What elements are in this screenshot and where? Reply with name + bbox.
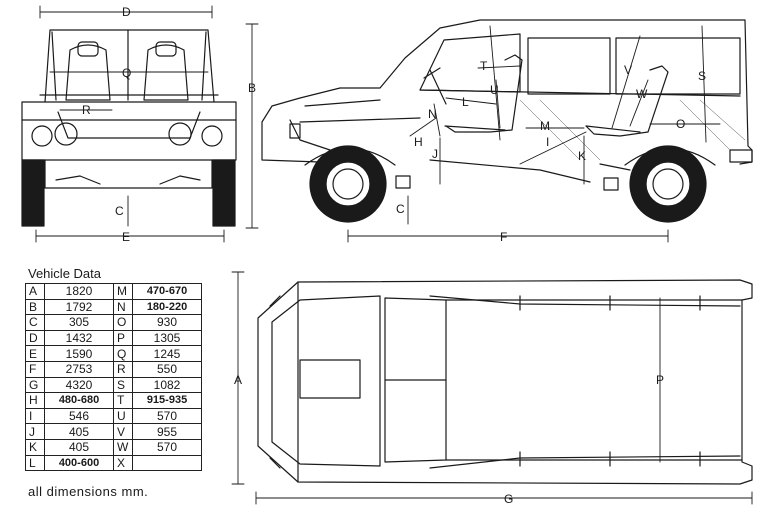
table-row: E 1590 Q 1245: [25, 345, 202, 362]
table-row: L 400-600 X: [25, 454, 202, 472]
dim-key: F: [25, 360, 45, 378]
top-dimension-lines: [231, 271, 753, 505]
dim-label-l: L: [462, 95, 469, 109]
dim-label-k: K: [578, 149, 586, 163]
front-view: [21, 29, 237, 227]
dim-label-s: S: [698, 69, 706, 83]
table-row: H 480-680 T 915-935: [25, 392, 202, 409]
dim-label-c-side: C: [396, 202, 405, 216]
dim-value: 955: [132, 423, 202, 440]
dim-label-g: G: [504, 492, 513, 506]
dim-label-p: P: [656, 373, 664, 387]
side-dimension-lines: [347, 25, 721, 243]
dim-value: 1590: [44, 345, 114, 362]
table-row: J 405 V 955: [25, 423, 202, 440]
dim-value: 550: [132, 360, 202, 378]
dim-label-t: T: [480, 59, 488, 73]
dim-label-j: J: [432, 147, 438, 161]
dim-label-q: Q: [122, 66, 131, 80]
dim-value: 180-220: [132, 298, 202, 316]
dim-key: I: [25, 407, 45, 425]
dim-value: 1245: [132, 345, 202, 362]
dim-key: V: [113, 423, 133, 440]
dim-label-h: H: [414, 135, 423, 149]
dim-key: K: [25, 438, 45, 456]
dim-value: 305: [44, 314, 114, 331]
dim-value: 405: [44, 438, 114, 456]
side-view: [261, 19, 753, 191]
dim-value: 470-670: [132, 283, 202, 300]
dim-key: O: [113, 314, 133, 331]
dim-value: 1305: [132, 329, 202, 347]
top-dimension-labels: A P G: [234, 373, 664, 506]
dim-label-v: V: [624, 63, 632, 77]
dim-label-d: D: [122, 5, 131, 19]
dim-value: 4320: [44, 376, 114, 394]
dim-label-e: E: [122, 230, 130, 244]
table-row: I 546 U 570: [25, 407, 202, 425]
dim-label-f: F: [500, 230, 507, 244]
dim-value: [132, 454, 202, 472]
dim-key: E: [25, 345, 45, 362]
front-dimension-lines: [35, 5, 259, 243]
dim-key: W: [113, 438, 133, 456]
dim-key: J: [25, 423, 45, 440]
dim-value: 570: [132, 438, 202, 456]
dim-label-r: R: [82, 103, 91, 117]
dim-value: 570: [132, 407, 202, 425]
dim-label-i: I: [546, 135, 549, 149]
dim-key: N: [113, 298, 133, 316]
dim-label-b: B: [248, 81, 256, 95]
table-row: D 1432 P 1305: [25, 329, 202, 347]
side-dimension-labels: T U L N H J V W S M I K O C F: [396, 59, 706, 244]
dim-label-a: A: [234, 373, 242, 387]
side-wheels: [309, 145, 707, 223]
dim-label-w: W: [636, 87, 648, 101]
dim-key: B: [25, 298, 45, 316]
vehicle-data-title: Vehicle Data: [28, 266, 101, 281]
dim-value: 1432: [44, 329, 114, 347]
dim-key: T: [113, 392, 133, 409]
dimensions-note: all dimensions mm.: [28, 484, 149, 499]
dim-key: S: [113, 376, 133, 394]
table-row: G 4320 S 1082: [25, 376, 202, 394]
dim-value: 405: [44, 423, 114, 440]
dim-label-c-front: C: [115, 204, 124, 218]
dim-label-o: O: [676, 117, 685, 131]
dim-key: G: [25, 376, 45, 394]
dim-key: P: [113, 329, 133, 347]
dim-key: U: [113, 407, 133, 425]
dim-key: D: [25, 329, 45, 347]
dim-value: 1792: [44, 298, 114, 316]
table-row: C 305 O 930: [25, 314, 202, 331]
dim-value: 915-935: [132, 392, 202, 409]
dim-label-m: M: [540, 119, 550, 133]
dim-key: Q: [113, 345, 133, 362]
vehicle-data-table: A 1820 M 470-670 B 1792 N 180-220 C 305 …: [25, 283, 202, 472]
table-row: B 1792 N 180-220: [25, 298, 202, 316]
dim-key: A: [25, 283, 45, 300]
dim-value: 1082: [132, 376, 202, 394]
dim-label-u: U: [490, 83, 499, 97]
front-dimension-labels: D Q R B C E: [82, 5, 256, 244]
dim-key: L: [25, 454, 45, 472]
dim-key: X: [113, 454, 133, 472]
dim-value: 480-680: [44, 392, 114, 409]
dim-key: R: [113, 360, 133, 378]
dim-label-n: N: [428, 107, 437, 121]
dim-key: H: [25, 392, 45, 409]
table-row: F 2753 R 550: [25, 360, 202, 378]
dim-value: 546: [44, 407, 114, 425]
dim-key: C: [25, 314, 45, 331]
table-row: K 405 W 570: [25, 438, 202, 456]
table-row: A 1820 M 470-670: [25, 283, 202, 300]
dim-value: 2753: [44, 360, 114, 378]
dim-value: 400-600: [44, 454, 114, 472]
dim-value: 1820: [44, 283, 114, 300]
dim-value: 930: [132, 314, 202, 331]
top-view: [257, 279, 753, 485]
dim-key: M: [113, 283, 133, 300]
